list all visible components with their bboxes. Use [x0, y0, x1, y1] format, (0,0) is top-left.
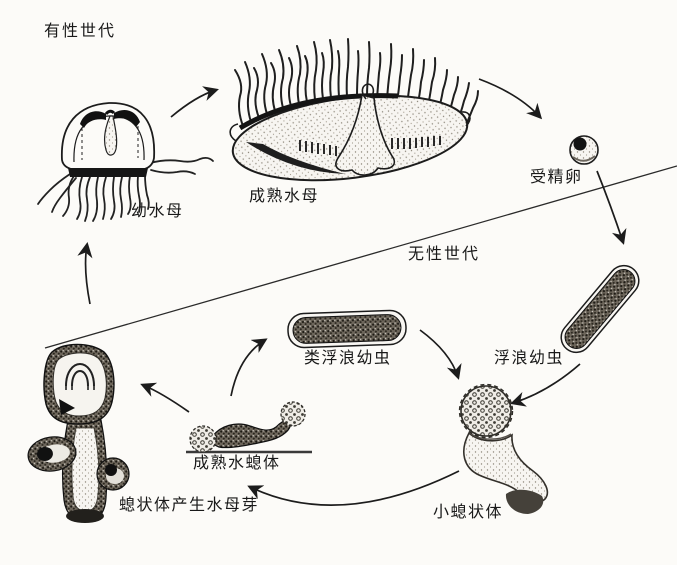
arrow-hydranth-to-budding-polyp [140, 382, 190, 413]
budding-polyp-figure [27, 343, 130, 523]
mature-hydranth-figure [186, 401, 312, 454]
label-young-medusa: 幼水母 [131, 203, 184, 220]
label-small-polyp: 小螅状体 [433, 504, 504, 521]
planuloid-larva-figure [287, 309, 407, 349]
label-mature-hydranth: 成熟水螅体 [193, 455, 281, 472]
arrow-small-polyp-to-hydranth [247, 470, 460, 506]
fertilized-egg-figure [569, 135, 599, 165]
label-asexual-generation: 无性世代 [408, 246, 481, 263]
generation-divider-line [44, 165, 677, 349]
label-polyp-budding-medusa: 螅状体产生水母芽 [119, 497, 260, 514]
arrow-budding-polyp-to-young-medusa [77, 241, 93, 305]
young-medusa-figure [37, 102, 214, 222]
planula-larva-figure [560, 264, 640, 354]
arrow-young-to-mature-medusa [170, 86, 219, 118]
small-polyp-figure [458, 383, 549, 514]
label-fertilized-egg: 受精卵 [530, 169, 583, 186]
arrow-planula-to-small-polyp [510, 363, 581, 407]
label-mature-medusa: 成熟水母 [249, 188, 320, 205]
arrow-hydranth-to-planuloid [230, 338, 268, 397]
label-planula-larva: 浮浪幼虫 [494, 350, 565, 367]
arrow-egg-to-planula [596, 170, 627, 245]
mature-medusa-figure [229, 38, 479, 182]
label-sexual-generation: 有性世代 [44, 23, 117, 40]
arrow-planuloid-to-small-polyp [419, 329, 462, 380]
label-planuloid-larva: 类浮浪幼虫 [304, 350, 392, 367]
arrow-mature-medusa-to-egg [478, 78, 543, 120]
